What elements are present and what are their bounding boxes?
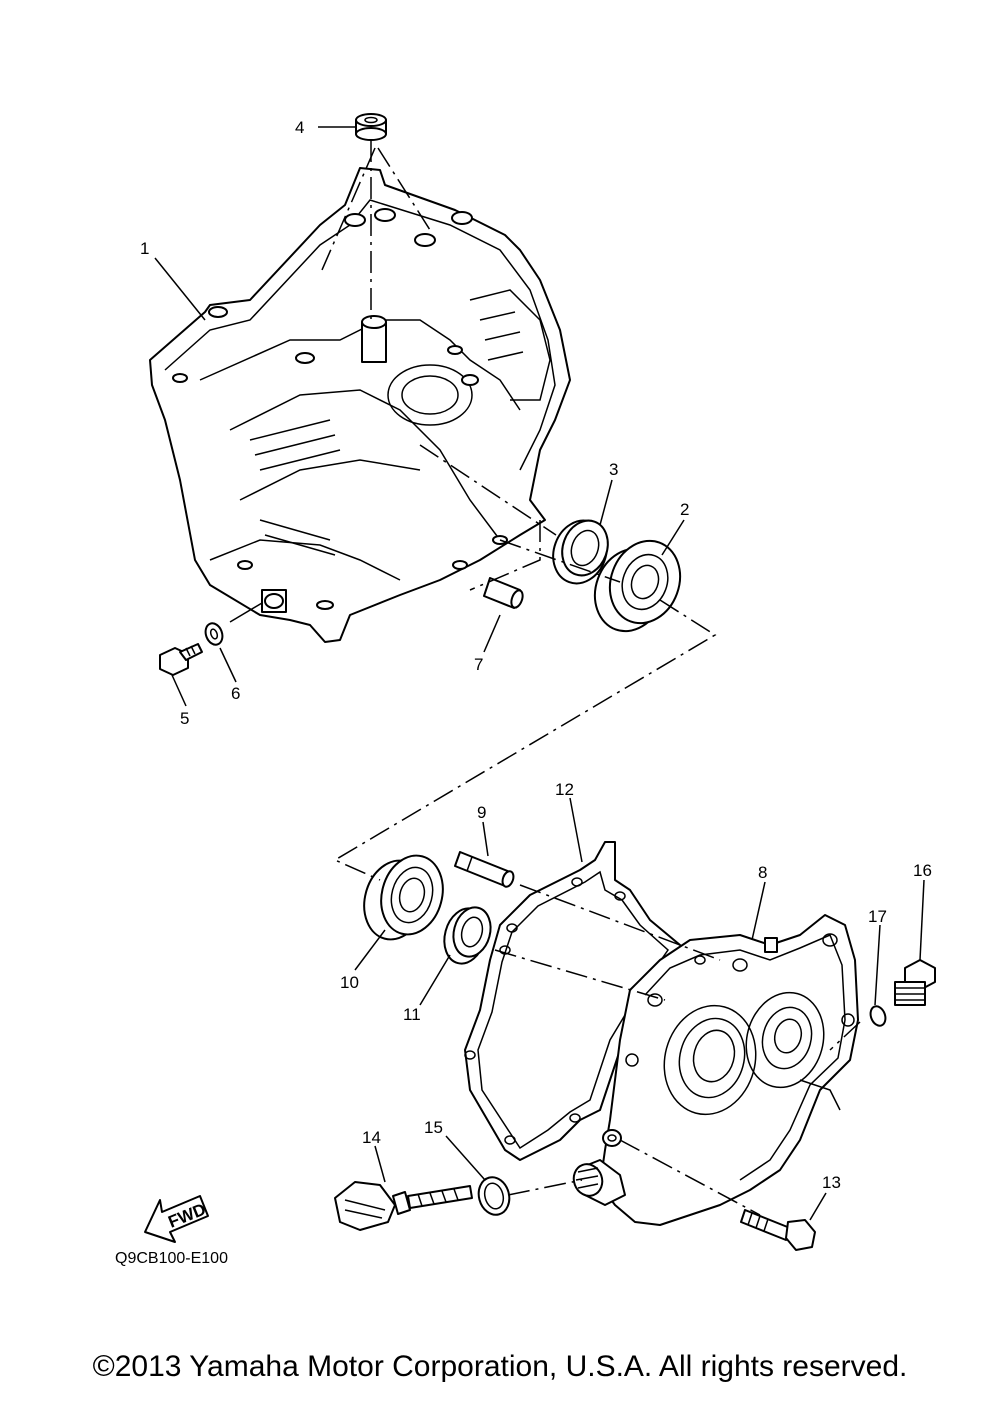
part-15-o-ring xyxy=(477,1176,511,1216)
fwd-label: FWD xyxy=(166,1200,209,1232)
callout-15: 15 xyxy=(424,1118,443,1137)
callout-14: 14 xyxy=(362,1128,381,1147)
part-14-dipstick xyxy=(334,1181,473,1231)
part-17-o-ring xyxy=(869,1005,887,1027)
callout-4: 4 xyxy=(295,118,304,137)
part-3-oil-seal xyxy=(552,519,609,585)
part-2-bearing xyxy=(593,539,682,633)
callout-11: 11 xyxy=(403,1005,421,1024)
part-13-bolt xyxy=(740,1209,816,1251)
callout-16: 16 xyxy=(913,861,932,880)
part-9-dowel-pin xyxy=(454,851,515,888)
callout-6: 6 xyxy=(231,684,240,703)
part-8-crankcase-right xyxy=(572,914,859,1226)
part-4-collar xyxy=(355,113,387,141)
fwd-arrow-icon: FWD xyxy=(144,1195,209,1243)
part-11-oil-seal xyxy=(443,906,492,965)
callout-1: 1 xyxy=(140,239,149,258)
leader-lines xyxy=(154,126,925,1221)
callout-2: 2 xyxy=(680,500,689,519)
callout-labels: 1 2 3 4 5 6 7 8 9 10 11 12 13 14 15 16 1… xyxy=(140,118,932,1192)
part-5-bolt xyxy=(159,643,203,676)
callout-13: 13 xyxy=(822,1173,841,1192)
assembly-lines xyxy=(321,140,861,1216)
part-1-crankcase-left xyxy=(149,167,571,643)
callout-9: 9 xyxy=(477,803,486,822)
callout-8: 8 xyxy=(758,863,767,882)
callout-10: 10 xyxy=(340,973,359,992)
callout-12: 12 xyxy=(555,780,574,799)
callout-3: 3 xyxy=(609,460,618,479)
part-16-plug xyxy=(894,959,936,1006)
part-10-bearing xyxy=(363,854,444,941)
callout-7: 7 xyxy=(474,655,483,674)
copyright-notice: ©2013 Yamaha Motor Corporation, U.S.A. A… xyxy=(92,1350,908,1383)
part-6-washer xyxy=(204,622,224,646)
callout-17: 17 xyxy=(868,907,887,926)
part-7-dowel-pin xyxy=(483,577,524,609)
diagram-code: Q9CB100-E100 xyxy=(115,1250,228,1267)
callout-5: 5 xyxy=(180,709,189,728)
crankcase-exploded-diagram: 1 2 3 4 5 6 7 8 9 10 11 12 13 14 15 16 1… xyxy=(115,113,936,1267)
part-12-gasket xyxy=(464,841,691,1161)
